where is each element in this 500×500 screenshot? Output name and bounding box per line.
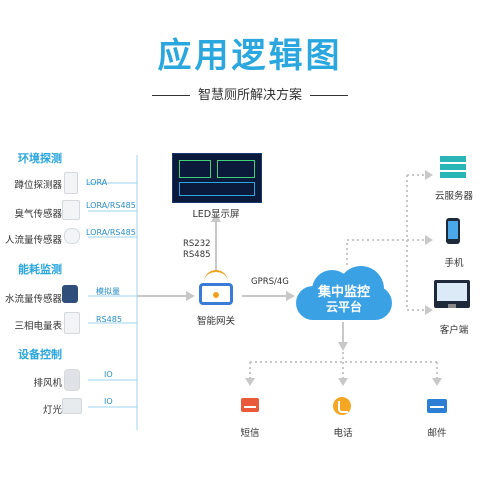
exhaust-fan-icon <box>64 369 80 391</box>
email-label: 邮件 <box>427 428 447 439</box>
device-label: 水流量传感器 <box>4 294 62 305</box>
odor-sensor-icon <box>62 200 80 220</box>
sms-icon <box>241 398 259 412</box>
client-monitor-icon <box>434 280 470 308</box>
device-proto: RS485 <box>96 315 122 324</box>
device-proto: LORA/RS485 <box>86 201 136 210</box>
server-icon <box>440 156 466 180</box>
device-label: 排风机 <box>33 378 62 389</box>
gateway-link: GPRS/4G <box>251 277 289 287</box>
server-label: 云服务器 <box>434 191 473 202</box>
water-flow-icon <box>62 285 78 303</box>
gateway-icon <box>199 283 233 305</box>
page-subtitle: 智慧厕所解决方案 <box>0 84 500 103</box>
squat-sensor-icon <box>64 172 78 194</box>
device-proto: LORA/RS485 <box>86 228 136 237</box>
device-proto: IO <box>104 397 113 406</box>
page-title: 应用逻辑图 <box>157 36 343 76</box>
led-screen-icon <box>172 153 262 203</box>
cloud-subtitle: 云平台 <box>325 300 362 314</box>
led-protocol: RS232 <box>183 239 211 249</box>
cloud-platform: 集中监控 云平台 <box>296 266 392 320</box>
wifi-icon <box>204 270 228 284</box>
device-proto: LORA <box>86 178 108 187</box>
section-device: 设备控制 <box>18 348 62 361</box>
email-icon <box>427 399 447 413</box>
sms-label: 短信 <box>240 428 260 439</box>
call-label: 电话 <box>333 428 353 439</box>
gateway-label: 智能网关 <box>196 316 235 327</box>
led-protocol: RS485 <box>183 250 211 260</box>
phone-label: 手机 <box>444 258 464 269</box>
device-label: 三相电量表 <box>14 321 62 332</box>
light-icon <box>62 398 82 414</box>
device-label: 臭气传感器 <box>14 209 62 220</box>
device-label: 蹲位探测器 <box>14 180 62 191</box>
people-counter-icon <box>64 228 80 244</box>
device-proto: 模拟量 <box>96 287 120 296</box>
client-label: 客户端 <box>439 325 469 336</box>
phone-call-icon <box>333 397 351 415</box>
phone-icon <box>446 218 460 244</box>
section-env: 环境探测 <box>18 152 62 165</box>
cloud-title: 集中监控 <box>317 285 370 300</box>
device-label: 灯光 <box>42 405 62 416</box>
section-energy: 能耗监测 <box>18 263 62 276</box>
device-proto: IO <box>104 370 113 379</box>
device-label: 人流量传感器 <box>4 235 62 246</box>
power-meter-icon <box>64 312 80 334</box>
led-label: LED显示屏 <box>192 209 240 220</box>
